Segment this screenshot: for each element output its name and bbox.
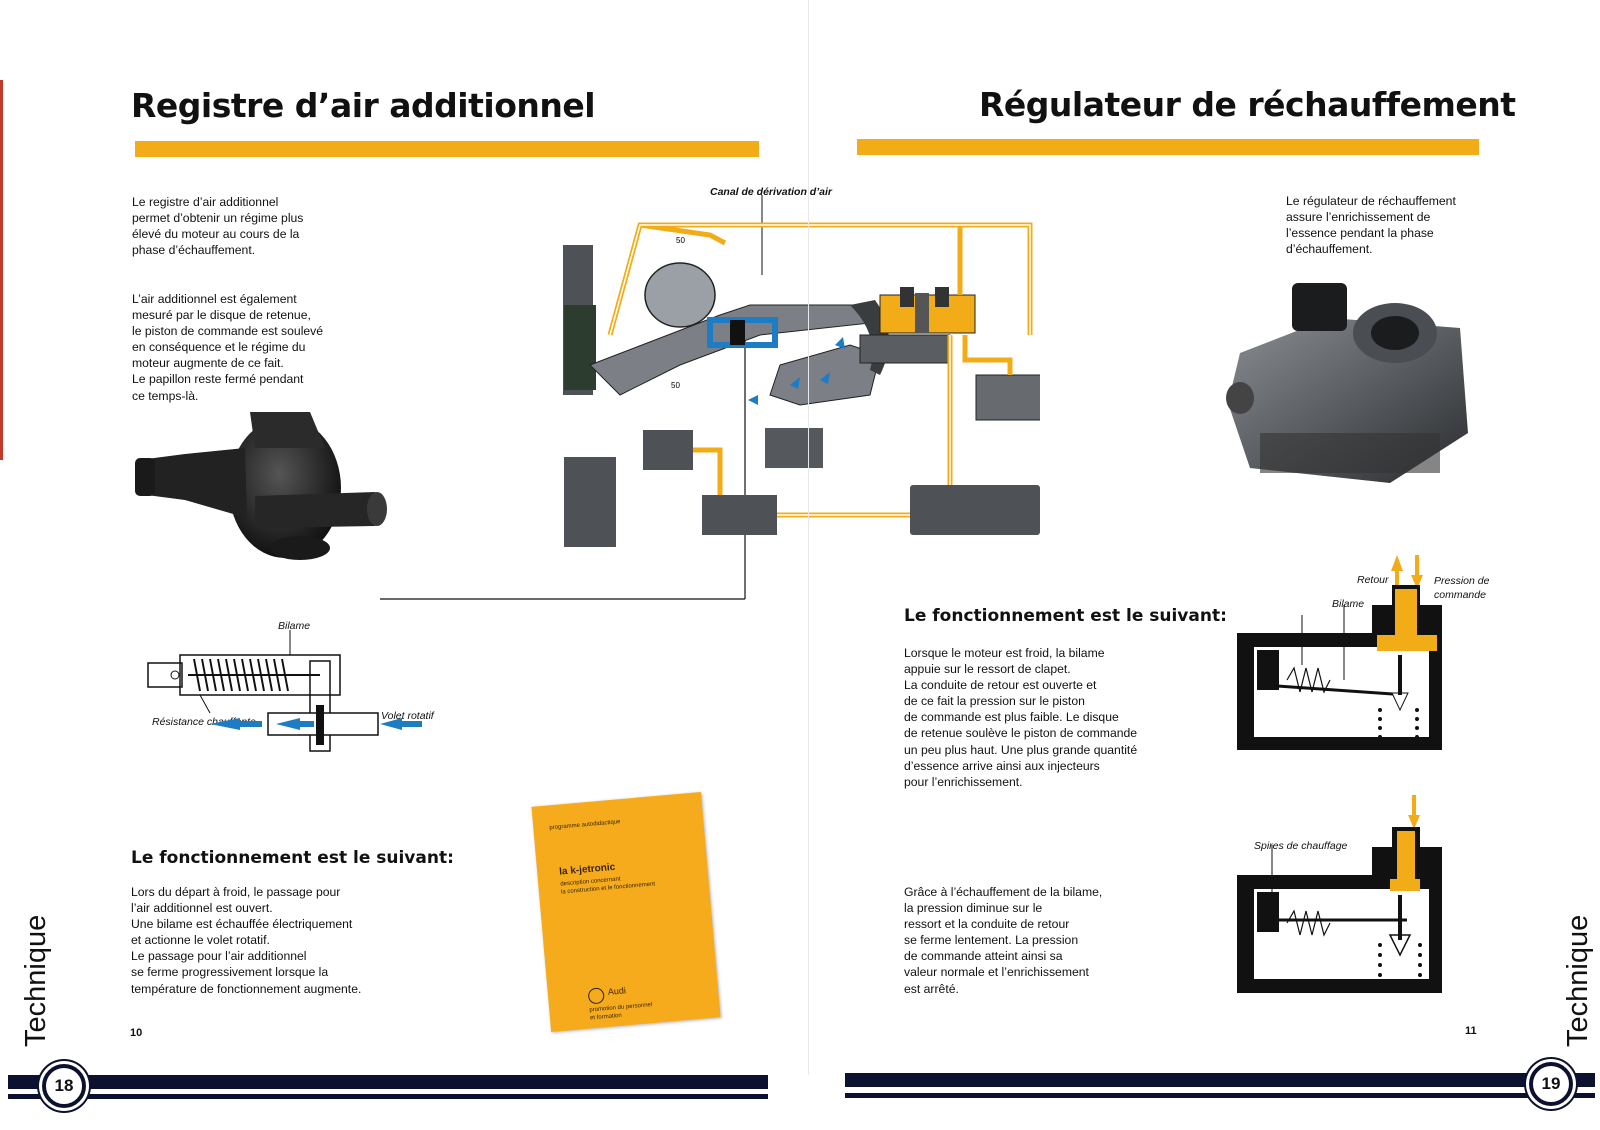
right-footer-stripe-thick bbox=[845, 1073, 1595, 1087]
booklet-footer-2: et formation bbox=[589, 1012, 622, 1022]
right-body-paragraph-1: Lorsque le moteur est froid, la bilame a… bbox=[904, 646, 1138, 789]
left-intro-paragraph-2: L’air additionnel est également mesuré p… bbox=[132, 292, 324, 403]
bilame-label: Bilame bbox=[278, 620, 311, 632]
left-subtitle: Le fonctionnement est le suivant: bbox=[131, 848, 454, 868]
right-body-paragraph-2: Grâce à l’échauffement de la bilame, la … bbox=[904, 885, 1103, 996]
left-page-title: Registre d’air additionnel bbox=[131, 86, 596, 125]
left-footer-stripe-thick bbox=[8, 1075, 768, 1089]
left-body-paragraph: Lors du départ à froid, le passage pour … bbox=[131, 885, 362, 996]
k-jetronic-schematic: 50 50 bbox=[380, 195, 1040, 600]
bilame-valve-diagram bbox=[147, 630, 422, 752]
return-label: Retour bbox=[1357, 574, 1389, 586]
booklet-program-label: programme autodidactique bbox=[549, 819, 621, 832]
page-fold-line bbox=[808, 0, 809, 1075]
booklet-title: la k-jetronic bbox=[558, 861, 616, 878]
booklet-brand: Audi bbox=[607, 985, 627, 997]
auxiliary-air-valve-photo bbox=[135, 412, 387, 560]
rotary-flap-label: Volet rotatif bbox=[381, 710, 434, 722]
right-intro-paragraph: Le régulateur de réchauffement assure l’… bbox=[1286, 194, 1456, 257]
left-side-label: Technique bbox=[20, 914, 52, 1047]
right-footer-stripe-thin bbox=[845, 1093, 1595, 1098]
bypass-channel-label: Canal de dérivation d’air bbox=[710, 186, 832, 198]
control-pressure-label: Pression de commande bbox=[1434, 575, 1490, 601]
right-page-badge: 19 bbox=[1529, 1062, 1573, 1106]
regulator-warm-diagram bbox=[1237, 795, 1442, 993]
right-subtitle: Le fonctionnement est le suivant: bbox=[904, 606, 1227, 626]
gauge-50-bottom: 50 bbox=[671, 381, 680, 390]
heating-coils-label: Spires de chauffage bbox=[1254, 840, 1348, 852]
left-intro-paragraph-1: Le registre d’air additionnel permet d’o… bbox=[132, 195, 304, 258]
left-page-badge: 18 bbox=[42, 1064, 86, 1108]
bimetal-label: Bilame bbox=[1332, 598, 1365, 610]
k-jetronic-booklet-photo: programme autodidactique la k-jetronic d… bbox=[531, 792, 721, 1032]
left-edge-mark bbox=[0, 80, 3, 460]
left-footer-stripe-thin bbox=[8, 1094, 768, 1099]
right-side-label: Technique bbox=[1562, 914, 1594, 1047]
right-page-title: Régulateur de réchauffement bbox=[979, 85, 1516, 124]
warm-up-regulator-photo bbox=[1226, 283, 1468, 483]
right-page-number: 11 bbox=[1465, 1025, 1477, 1037]
right-title-underline bbox=[857, 139, 1479, 155]
left-page-number: 10 bbox=[130, 1027, 143, 1039]
regulator-cold-diagram bbox=[1237, 555, 1442, 750]
left-title-underline bbox=[135, 141, 759, 157]
vw-logo-icon bbox=[587, 987, 605, 1005]
gauge-50-top: 50 bbox=[676, 236, 685, 245]
